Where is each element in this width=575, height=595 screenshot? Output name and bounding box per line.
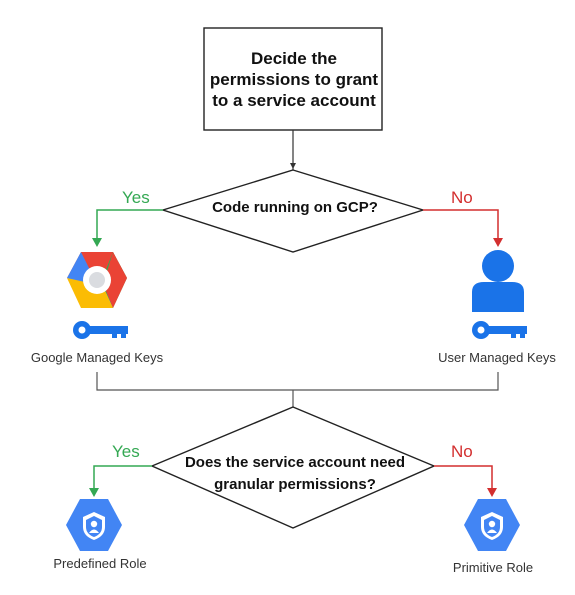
merge-line: [96, 372, 499, 391]
decision-2-question-line1: Does the service account need: [184, 454, 406, 471]
yes-label-1: Yes: [122, 188, 150, 207]
no-branch-2-line: [434, 465, 493, 490]
connector-arrowhead: [290, 163, 296, 169]
gcp-hexagon-logo-icon: [67, 252, 127, 308]
predefined-role-caption: Predefined Role: [53, 556, 147, 571]
user-person-icon: [472, 250, 524, 312]
no-label-1: No: [451, 188, 473, 207]
decision-2-question: Does the service account need granular p…: [140, 452, 450, 496]
iam-shield-hexagon-icon-left: [66, 499, 122, 551]
yes-branch-1-arrowhead: [92, 238, 102, 247]
decision-1-question: Code running on GCP?: [212, 199, 378, 216]
key-icon-left: [73, 321, 128, 339]
yes-branch-1-line: [96, 209, 163, 240]
yes-label-2: Yes: [112, 442, 140, 461]
no-branch-2-arrowhead: [487, 488, 497, 497]
no-branch-1-line: [423, 209, 499, 240]
no-branch-1-arrowhead: [493, 238, 503, 247]
no-label-2: No: [451, 442, 473, 461]
user-managed-keys-caption: User Managed Keys: [438, 350, 556, 365]
primitive-role-caption: Primitive Role: [452, 560, 534, 575]
decision-start-box: [203, 27, 383, 131]
decision-diamond-2: [150, 406, 436, 529]
decision-2-question-line2: granular permissions?: [214, 476, 376, 493]
decision-start-text: Decide the permissions to grant to a ser…: [209, 48, 379, 110]
yes-branch-2-line: [93, 465, 152, 490]
google-managed-keys-caption: Google Managed Keys: [30, 350, 164, 365]
decision-diamond-1: [160, 169, 426, 253]
yes-branch-2-arrowhead: [89, 488, 99, 497]
iam-shield-hexagon-icon-right: [464, 499, 520, 551]
key-icon-right: [472, 321, 527, 339]
